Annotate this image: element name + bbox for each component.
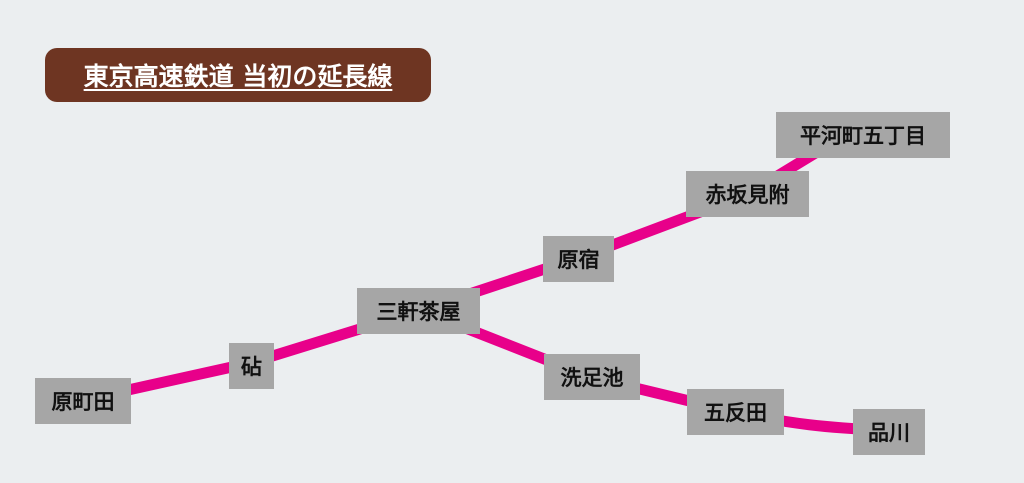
station-harajuku: 原宿	[543, 236, 614, 282]
station-sangenjaya: 三軒茶屋	[357, 288, 480, 334]
station-haramachida: 原町田	[35, 378, 131, 424]
station-akasaka-mitsuke: 赤坂見附	[686, 171, 809, 217]
map-title: 東京高速鉄道 当初の延長線	[45, 48, 431, 102]
station-gotanda: 五反田	[687, 389, 784, 435]
station-kinuta: 砧	[229, 343, 274, 389]
branch-line	[437, 312, 881, 436]
station-shinagawa: 品川	[853, 409, 925, 455]
map-title-text: 東京高速鉄道 当初の延長線	[83, 62, 393, 91]
station-senzokuike: 洗足池	[544, 354, 640, 400]
station-hirakawacho: 平河町五丁目	[776, 112, 950, 158]
